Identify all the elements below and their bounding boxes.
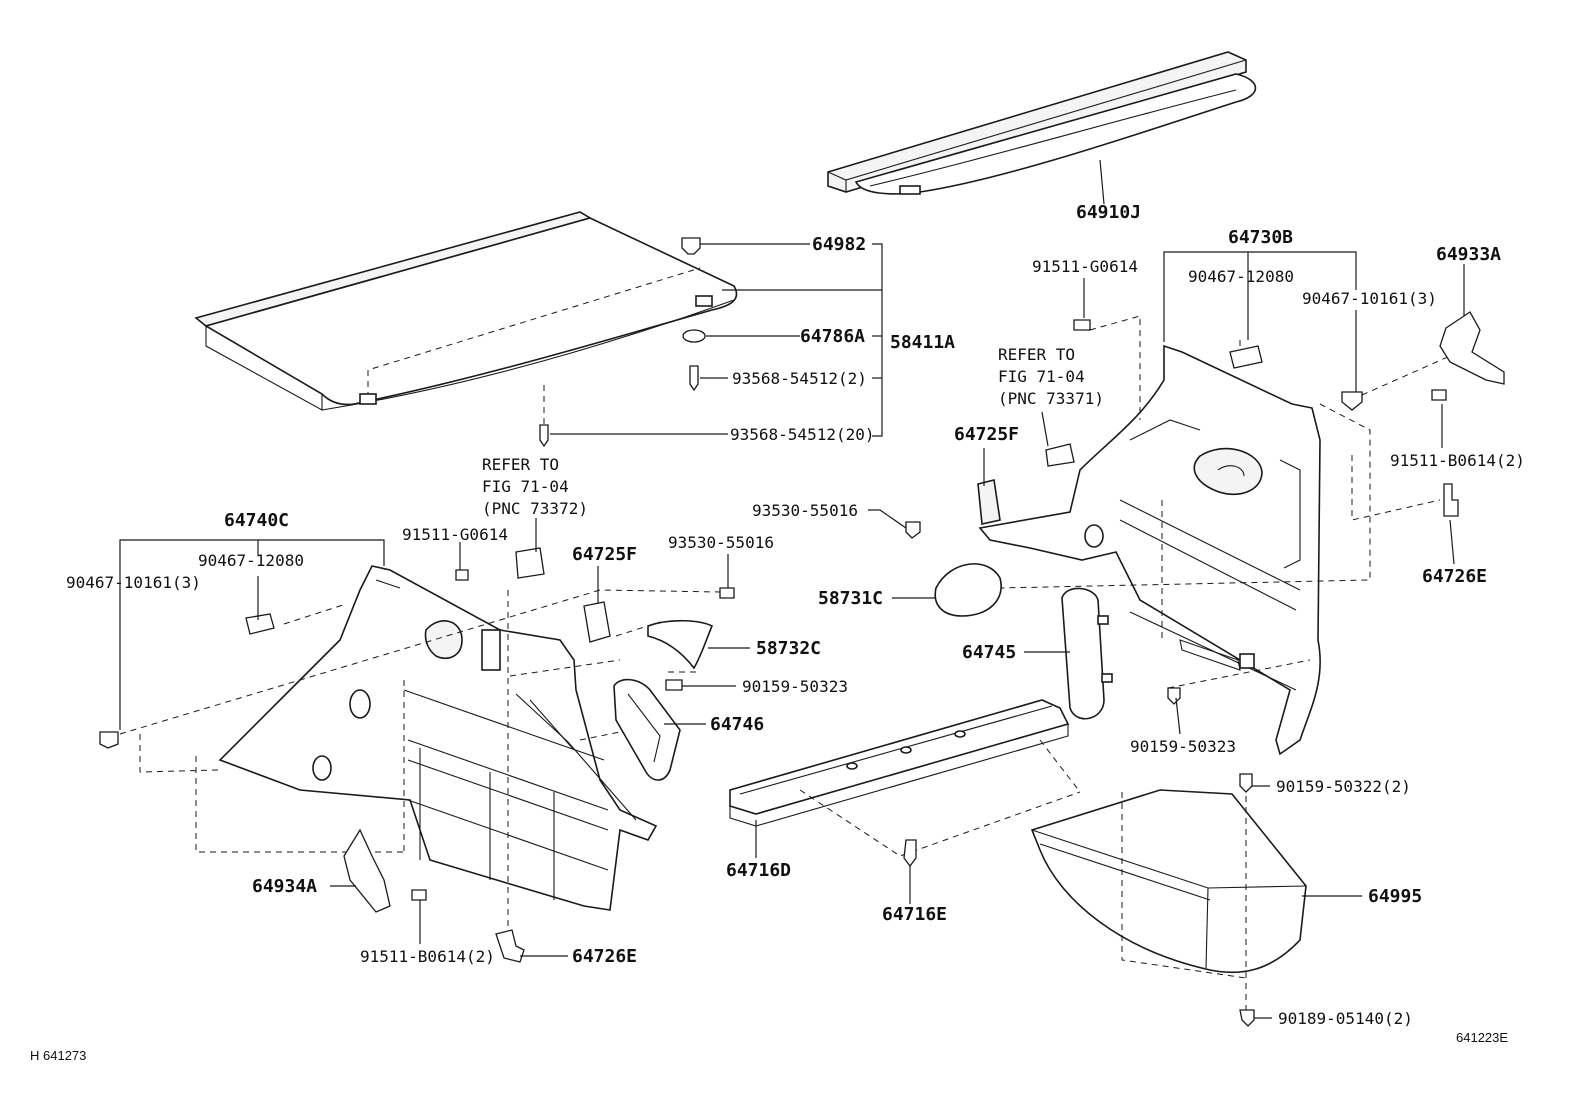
label-refer-right-line3: (PNC 73371) — [998, 389, 1104, 408]
right-fasteners — [905, 311, 1505, 720]
label-64934A: 64934A — [252, 876, 317, 897]
label-64933A: 64933A — [1436, 244, 1501, 265]
part-labels: 64910J 64982 64786A 58411A 93568-54512(2… — [30, 202, 1525, 1063]
label-90189-05140-2: 90189-05140(2) — [1278, 1009, 1413, 1028]
label-refer-left-line2: FIG 71-04 — [482, 477, 569, 496]
label-64725F-left: 64725F — [572, 544, 637, 565]
label-refer-left-line1: REFER TO — [482, 455, 559, 474]
label-refer-right-line1: REFER TO — [998, 345, 1075, 364]
label-91511-G0614-left: 91511-G0614 — [402, 525, 508, 544]
footer-left-code: H 641273 — [30, 1048, 86, 1063]
label-58411A: 58411A — [890, 332, 955, 353]
leader-lines — [119, 159, 1465, 1019]
label-91511-B0614-2-right: 91511-B0614(2) — [1390, 451, 1525, 470]
label-90467-12080-left: 90467-12080 — [198, 551, 304, 570]
label-90159-50323-left: 90159-50323 — [742, 677, 848, 696]
label-refer-left-line3: (PNC 73372) — [482, 499, 588, 518]
label-90159-50322-2: 90159-50322(2) — [1276, 777, 1411, 796]
left-quarter-trim — [218, 565, 658, 911]
label-93530-55016-left: 93530-55016 — [668, 533, 774, 552]
label-64995: 64995 — [1368, 886, 1422, 907]
label-64982: 64982 — [812, 234, 866, 255]
right-quarter-trim — [978, 344, 1321, 756]
left-trim-dashes — [119, 589, 721, 936]
label-90467-10161-3-right: 90467-10161(3) — [1302, 289, 1437, 308]
label-90159-50323-right: 90159-50323 — [1130, 737, 1236, 756]
label-64786A: 64786A — [800, 326, 865, 347]
label-93568-54512-2: 93568-54512(2) — [732, 369, 867, 388]
label-91511-B0614-2-left: 91511-B0614(2) — [360, 947, 495, 966]
label-64910J: 64910J — [1076, 202, 1141, 223]
package-tray-assembly — [194, 211, 738, 430]
label-64745: 64745 — [962, 642, 1016, 663]
label-64716D: 64716D — [726, 860, 791, 881]
label-64740C: 64740C — [224, 510, 289, 531]
label-90467-10161-3-left: 90467-10161(3) — [66, 573, 201, 592]
right-trim-dashes — [999, 315, 1451, 689]
label-91511-G0614-right: 91511-G0614 — [1032, 257, 1138, 276]
label-90467-12080-right: 90467-12080 — [1188, 267, 1294, 286]
label-64726E-right: 64726E — [1422, 566, 1487, 587]
label-64725F-right: 64725F — [954, 424, 1019, 445]
label-64716E: 64716E — [882, 904, 947, 925]
footer-right-code: 641223E — [1456, 1030, 1508, 1045]
left-fasteners — [99, 547, 735, 963]
label-64730B: 64730B — [1228, 227, 1293, 248]
luggage-tray — [1030, 773, 1307, 1027]
label-93568-54512-20: 93568-54512(20) — [730, 425, 875, 444]
sill-plate — [729, 699, 1081, 868]
label-93530-55016-right: 93530-55016 — [752, 501, 858, 520]
label-64726E-left: 64726E — [572, 946, 637, 967]
label-58732C: 58732C — [756, 638, 821, 659]
tonneau-cover-assembly — [827, 51, 1257, 195]
label-64746: 64746 — [710, 714, 764, 735]
tray-fasteners — [539, 237, 706, 448]
label-refer-right-line2: FIG 71-04 — [998, 367, 1085, 386]
label-58731C: 58731C — [818, 588, 883, 609]
